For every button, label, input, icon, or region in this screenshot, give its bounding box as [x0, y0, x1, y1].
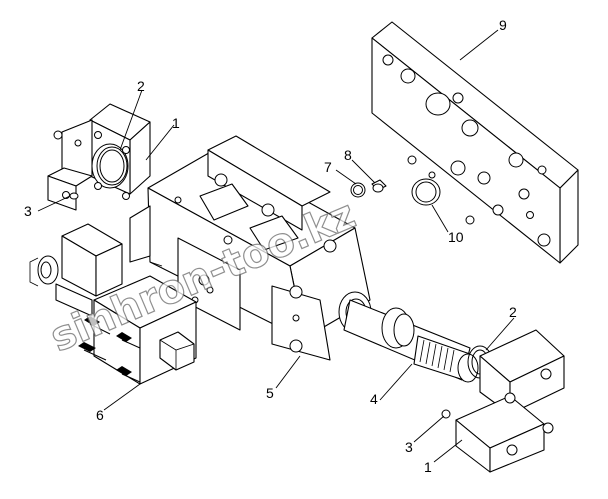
- callout-2-lower: 2: [509, 304, 517, 320]
- callout-2-top: 2: [137, 78, 145, 94]
- actuator-shaft: [343, 299, 479, 383]
- o-ring-10: [411, 178, 441, 206]
- callout-4: 4: [370, 391, 378, 407]
- seal-ring-top: [69, 192, 79, 200]
- callout-10: 10: [448, 229, 464, 245]
- callout-3-lower: 3: [405, 439, 413, 455]
- callout-9: 9: [499, 17, 507, 33]
- callout-5: 5: [266, 385, 274, 401]
- seal-ring-lower: [441, 409, 451, 419]
- callout-3-top: 3: [24, 203, 32, 219]
- o-ring-top: [96, 146, 128, 186]
- mounting-plate: [371, 21, 579, 264]
- o-ring-7: [350, 182, 366, 198]
- callout-6: 6: [96, 407, 104, 423]
- callout-1-top: 1: [172, 115, 180, 131]
- solenoid-manifold-block: [78, 275, 197, 385]
- callouts: 1 2 3 9 7 8 10 2 5 4 6 3 1: [24, 17, 517, 475]
- callout-8: 8: [344, 147, 352, 163]
- callout-1-lower: 1: [424, 459, 432, 475]
- solenoid-coil: [29, 223, 123, 317]
- callout-7: 7: [324, 159, 332, 175]
- leader-lines: [37, 29, 515, 463]
- flange-block-lower: [455, 329, 565, 473]
- valve-body: [129, 135, 372, 361]
- plug-8: [371, 179, 387, 193]
- flange-block-top: [47, 103, 151, 211]
